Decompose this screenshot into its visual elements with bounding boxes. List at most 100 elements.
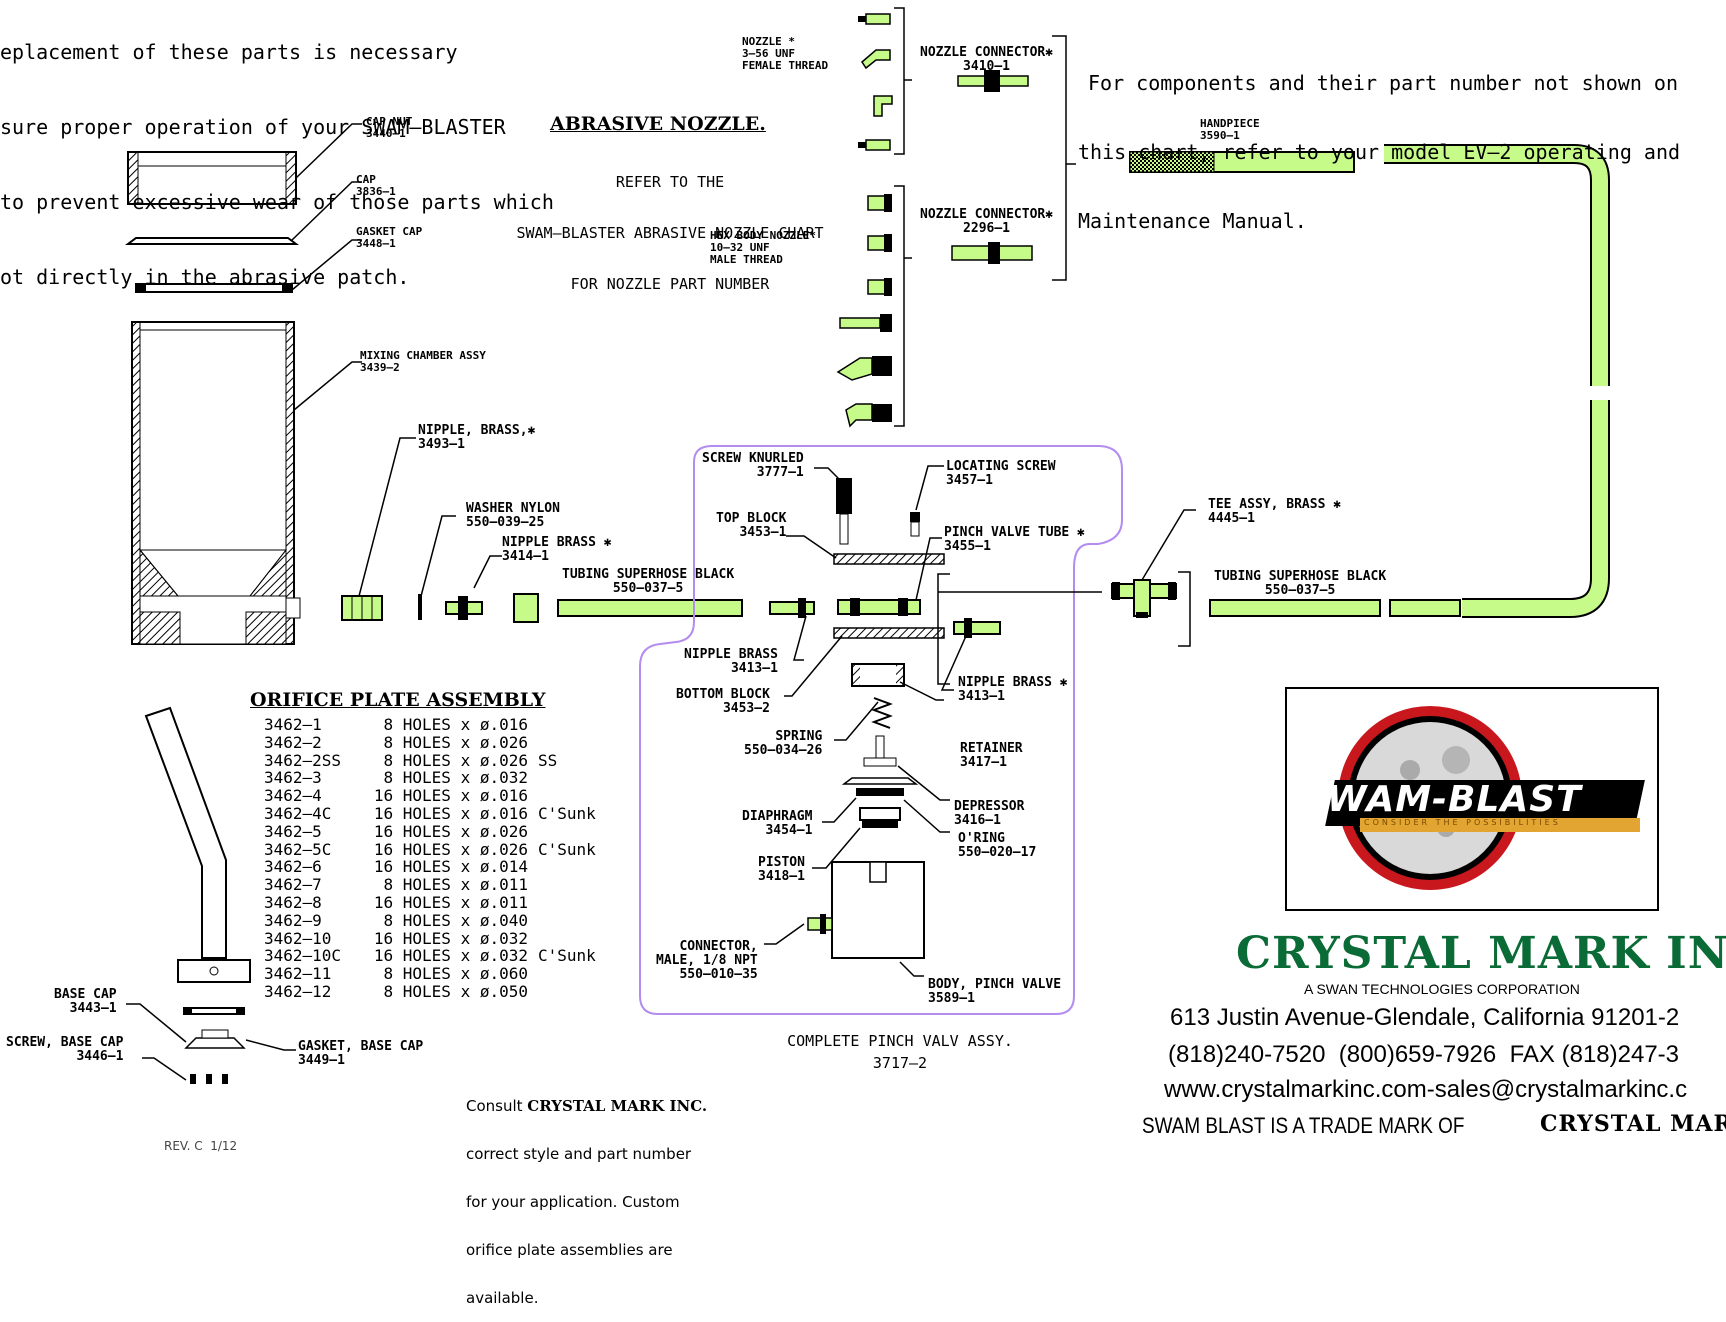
- orifice-note: C'Sunk: [538, 839, 596, 859]
- reference-note-line: For components and their part number not…: [1088, 71, 1679, 95]
- intro-note: eplacement of these parts is necessary s…: [0, 0, 554, 315]
- revision-label: REV. C 1/12: [164, 1139, 238, 1153]
- orifice-part-number: 3462—11: [264, 964, 332, 984]
- orifice-holes: 8 HOLES x ø.050: [383, 981, 529, 1001]
- orifice-holes: 8 HOLES x ø.032: [383, 768, 529, 788]
- label-bottom-block: BOTTOM BLOCK 3453—2: [676, 687, 770, 716]
- label-nozzle-female: NOZZLE * 3—56 UNF FEMALE THREAD: [742, 35, 829, 72]
- label-pinch-valve-tube: PINCH VALVE TUBE ✱ 3455—1: [944, 525, 1085, 554]
- label-screw-base-cap: SCREW, BASE CAP 3446—1: [6, 1035, 124, 1064]
- bracket-hex-nozzle: [894, 185, 905, 427]
- label-mixing-chamber: MIXING CHAMBER ASSY 3439—2: [360, 349, 486, 374]
- orifice-note: C'Sunk: [538, 803, 596, 823]
- gasket-cap-part: [135, 283, 293, 293]
- nozzle-connector-2-part: [951, 242, 1033, 264]
- retainer-part: [851, 663, 905, 687]
- orifice-part-number: 3462—8: [264, 892, 322, 912]
- bracket-nozzle-female: [894, 7, 905, 155]
- bracket-nozzle-connectors: [1052, 35, 1067, 281]
- label-nozzle-connector-2: NOZZLE CONNECTOR✱ 2296—1: [920, 207, 1054, 236]
- label-diaphragm: DIAPHRAGM 3454—1: [742, 809, 813, 838]
- trademark-text: SWAM BLAST IS A TRADE MARK OF: [1142, 1113, 1465, 1138]
- intro-line: to prevent excessive wear of those parts…: [0, 190, 554, 214]
- nozzle-connector-1-part: [957, 70, 1029, 92]
- orifice-holes: 16 HOLES x ø.014: [373, 857, 528, 877]
- bracket-nipple: [937, 573, 1102, 685]
- exploded-parts-diagram: [125, 7, 1659, 1084]
- orifice-row: 3462—6 16 HOLES x ø.014: [264, 858, 618, 876]
- orifice-part-number: 3462—1: [264, 715, 322, 734]
- nozzle-female-parts: [858, 13, 893, 151]
- orifice-part-number: 3462—12: [264, 981, 332, 1001]
- tubing-coupler-part: [513, 593, 539, 623]
- label-retainer: RETAINER 3417—1: [960, 741, 1023, 770]
- consult-line: available.: [466, 1289, 539, 1307]
- nipple-brass-4-part: [953, 618, 1001, 638]
- leader-lines-pinch: [764, 465, 967, 977]
- label-hex-body-nozzle: HEX BODY NOZZLE* 10—32 UNF MALE THREAD: [710, 229, 816, 266]
- leader-lines-base: [126, 1003, 296, 1081]
- label-screw-knurled: SCREW KNURLED 3777—1: [702, 451, 804, 480]
- top-block-part: [833, 553, 945, 565]
- label-nipple-brass-1: NIPPLE, BRASS,✱ 3493—1: [418, 423, 536, 452]
- orifice-row: 3462—12 8 HOLES x ø.050: [264, 983, 618, 1001]
- body-pinch-valve-part: [831, 861, 925, 959]
- label-nozzle-connector-1: NOZZLE CONNECTOR✱ 3410—1: [920, 45, 1054, 74]
- label-nipple-brass-3: NIPPLE BRASS 3413—1: [684, 647, 778, 676]
- orifice-holes: 8 HOLES x ø.016: [383, 715, 529, 734]
- label-tee-assy: TEE ASSY, BRASS ✱ 4445—1: [1208, 497, 1342, 526]
- orifice-part-number: 3462—10: [264, 928, 332, 948]
- orifice-holes: 16 HOLES x ø.032: [373, 946, 528, 966]
- orifice-holes: 8 HOLES x ø.011: [383, 875, 529, 895]
- company-name: CRYSTAL MARK INC.: [1236, 928, 1726, 979]
- tee-assy-part: [1111, 579, 1177, 618]
- handpiece-part: [1129, 151, 1355, 173]
- label-gasket-base-cap: GASKET, BASE CAP 3449—1: [298, 1039, 424, 1068]
- tee-leader: [1141, 509, 1196, 581]
- bracket-tubing-2: [1178, 571, 1191, 647]
- orifice-part-number: 3462—9: [264, 910, 322, 930]
- orifice-holes: 16 HOLES x ø.016: [373, 786, 528, 806]
- company-phone: (818)240-7520 (800)659-7926 FAX (818)247…: [1168, 1041, 1680, 1068]
- intro-line: sure proper operation of your SWAM—BLAST…: [0, 115, 506, 139]
- nipple-brass-3-part: [769, 598, 815, 618]
- orifice-part-number: 3462—4: [264, 786, 322, 806]
- pinch-valve-assy-boundary: [639, 445, 1123, 1015]
- orifice-holes: 8 HOLES x ø.060: [383, 964, 529, 984]
- nipple-brass-1-part: [341, 595, 383, 621]
- pinch-valve-tube-part: [837, 598, 921, 616]
- label-tubing-2: TUBING SUPERHOSE BLACK 550—037—5: [1214, 569, 1387, 598]
- orifice-part-number: 3462—7: [264, 875, 322, 895]
- label-piston: PISTON 3418—1: [758, 855, 805, 884]
- orifice-part-number: 3462—6: [264, 857, 322, 877]
- abrasive-nozzle-note: REFER TO THE SWAM—BLASTER ABRASIVE NOZZL…: [500, 140, 840, 310]
- label-nipple-brass-4: NIPPLE BRASS ✱ 3413—1: [958, 675, 1068, 704]
- abrasive-nozzle-note-line: REFER TO THE: [615, 173, 725, 191]
- consult-brand: CRYSTAL MARK INC.: [527, 1097, 708, 1115]
- label-depressor: DEPRESSOR 3416—1: [954, 799, 1025, 828]
- company-address: 613 Justin Avenue-Glendale, California 9…: [1170, 1004, 1680, 1031]
- orifice-note: C'Sunk: [538, 946, 596, 966]
- tubing-superhose-1-part: [557, 599, 743, 617]
- orifice-holes: 8 HOLES x ø.026: [383, 732, 529, 752]
- bottom-block-part: [833, 627, 945, 639]
- label-body-pinch-valve: BODY, PINCH VALVE 3589—1: [928, 977, 1062, 1006]
- orifice-holes: 16 HOLES x ø.026: [373, 821, 528, 841]
- hex-body-nozzle-parts: [836, 194, 892, 428]
- label-locating-screw: LOCATING SCREW 3457—1: [946, 459, 1056, 488]
- orifice-stem-part: [144, 706, 251, 983]
- abrasive-nozzle-note-line: SWAM—BLASTER ABRASIVE NOZZLE CHART: [516, 224, 824, 242]
- orifice-holes: 16 HOLES x ø.032: [373, 928, 528, 948]
- label-cap: CAP 3836—1: [356, 173, 396, 198]
- label-spring: SPRING 550—034—26: [744, 729, 823, 758]
- mixing-chamber-part: [131, 321, 301, 645]
- washer-nylon-part: [418, 594, 422, 620]
- orifice-row: 3462—7 8 HOLES x ø.011: [264, 876, 618, 894]
- cap-nut-part: [127, 151, 297, 205]
- nipple-brass-2-part: [445, 596, 483, 620]
- orifice-title: ORIFICE PLATE ASSEMBLY: [250, 689, 546, 711]
